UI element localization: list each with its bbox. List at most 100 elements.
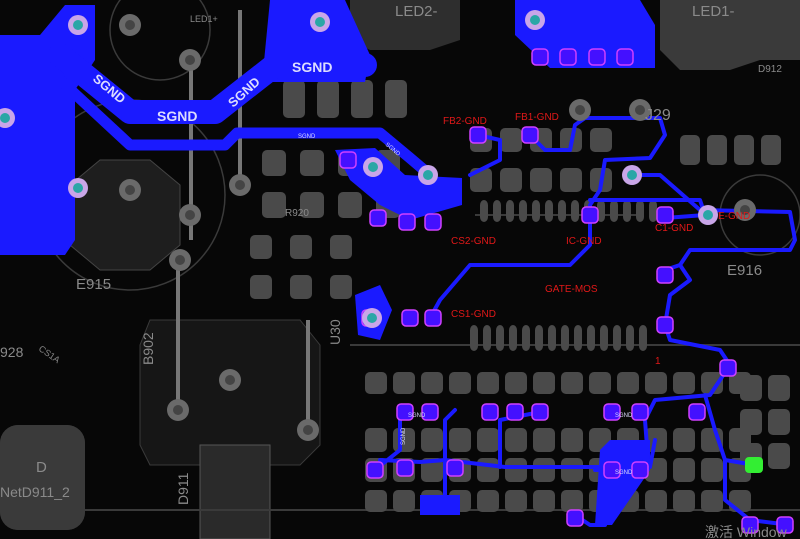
pad xyxy=(597,200,605,222)
pad xyxy=(561,490,583,512)
gnd-pad[interactable] xyxy=(366,461,384,479)
pad xyxy=(740,409,762,435)
via-hole xyxy=(73,183,83,193)
gnd-pad[interactable] xyxy=(719,359,737,377)
pad xyxy=(626,325,634,351)
pad xyxy=(449,428,471,452)
pad xyxy=(509,325,517,351)
pad xyxy=(530,168,552,192)
gnd-pad[interactable] xyxy=(481,403,499,421)
silk-led1-plus: LED1+ xyxy=(190,14,218,24)
gnd-pad[interactable] xyxy=(446,459,464,477)
pad xyxy=(250,275,272,299)
gnd-pad[interactable] xyxy=(603,461,621,479)
pad xyxy=(393,490,415,512)
pad xyxy=(533,490,555,512)
via-hole xyxy=(423,170,433,180)
gnd-pad[interactable] xyxy=(656,206,674,224)
net-label-ic-gnd: IC-GND xyxy=(566,236,602,247)
gnd-pad[interactable] xyxy=(776,516,794,534)
pad xyxy=(535,325,543,351)
fb1-ic-gate-trace[interactable] xyxy=(428,116,667,320)
gnd-pad[interactable] xyxy=(421,403,439,421)
pad xyxy=(421,372,443,394)
pad xyxy=(571,200,579,222)
sgnd-label: SGND xyxy=(401,427,407,445)
pin-1-label: 1 xyxy=(655,356,661,367)
pad xyxy=(768,375,790,401)
pad xyxy=(351,80,373,118)
sgnd-trace-g[interactable] xyxy=(703,393,757,467)
net-label-c1-gnd: C1-GND xyxy=(655,223,693,234)
gnd-pad[interactable] xyxy=(469,126,487,144)
gnd-pad[interactable] xyxy=(506,403,524,421)
pad xyxy=(734,135,754,165)
gnd-pad[interactable] xyxy=(631,461,649,479)
gnd-pad[interactable] xyxy=(531,48,549,66)
gnd-pad[interactable] xyxy=(396,459,414,477)
gnd-pad[interactable] xyxy=(424,309,442,327)
pad xyxy=(283,80,305,118)
sgnd-trace-c[interactable] xyxy=(443,408,457,462)
pad xyxy=(500,128,522,152)
highlighted-pad[interactable] xyxy=(745,457,763,473)
gnd-pad[interactable] xyxy=(631,403,649,421)
pad xyxy=(262,150,286,176)
gnd-pad[interactable] xyxy=(398,213,416,231)
pad xyxy=(740,375,762,401)
net-label-cs1-gnd: CS1-GND xyxy=(451,309,496,320)
pad xyxy=(262,192,286,218)
gnd-pad[interactable] xyxy=(339,151,357,169)
gnd-pad[interactable] xyxy=(656,316,674,334)
gnd-pad[interactable] xyxy=(401,309,419,327)
pad xyxy=(590,128,612,152)
gnd-pad[interactable] xyxy=(603,403,621,421)
pad xyxy=(477,372,499,394)
pad xyxy=(545,200,553,222)
gnd-pad[interactable] xyxy=(396,403,414,421)
gnd-pad[interactable] xyxy=(588,48,606,66)
sgnd-trace-a[interactable] xyxy=(373,410,402,472)
gnd-pad[interactable] xyxy=(531,403,549,421)
gnd-pad[interactable] xyxy=(688,403,706,421)
gnd-pad[interactable] xyxy=(559,48,577,66)
gnd-pad[interactable] xyxy=(656,266,674,284)
sgnd-pad-block[interactable] xyxy=(420,495,460,515)
sgnd-trace-b[interactable] xyxy=(378,438,657,469)
silk-928: 928 xyxy=(0,344,24,360)
silk-led2-minus: LED2- xyxy=(395,3,438,20)
vias[interactable] xyxy=(0,10,756,441)
via-hole xyxy=(703,210,713,220)
gnd-pad[interactable] xyxy=(521,126,539,144)
via-hole xyxy=(0,113,10,123)
component-outline xyxy=(199,444,271,539)
gnd-pad[interactable] xyxy=(581,206,599,224)
gnd-pad[interactable] xyxy=(369,209,387,227)
fb2-trace[interactable] xyxy=(468,133,502,177)
pad xyxy=(768,409,790,435)
pad xyxy=(483,325,491,351)
pad xyxy=(636,200,644,222)
gnd-pad[interactable] xyxy=(566,509,584,527)
sgnd-label: SGND xyxy=(157,108,197,124)
sgnd-trace-main[interactable] xyxy=(48,43,377,124)
pad xyxy=(385,80,407,118)
via-hole xyxy=(175,255,185,265)
via-hole xyxy=(530,15,540,25)
sgnd-trace-d[interactable] xyxy=(498,410,542,469)
via-hole xyxy=(303,425,313,435)
via-hole xyxy=(235,180,245,190)
via-hole xyxy=(225,375,235,385)
via-hole xyxy=(367,313,377,323)
pad xyxy=(589,372,611,394)
pad xyxy=(729,490,751,512)
sgnd-trace-secondary[interactable] xyxy=(54,74,436,181)
gnd-pad[interactable] xyxy=(424,213,442,231)
via-hole xyxy=(73,20,83,30)
gnd-pad[interactable] xyxy=(616,48,634,66)
sgnd-trace-h[interactable] xyxy=(723,458,792,527)
via-hole xyxy=(575,105,585,115)
gnd-pad[interactable] xyxy=(741,516,759,534)
